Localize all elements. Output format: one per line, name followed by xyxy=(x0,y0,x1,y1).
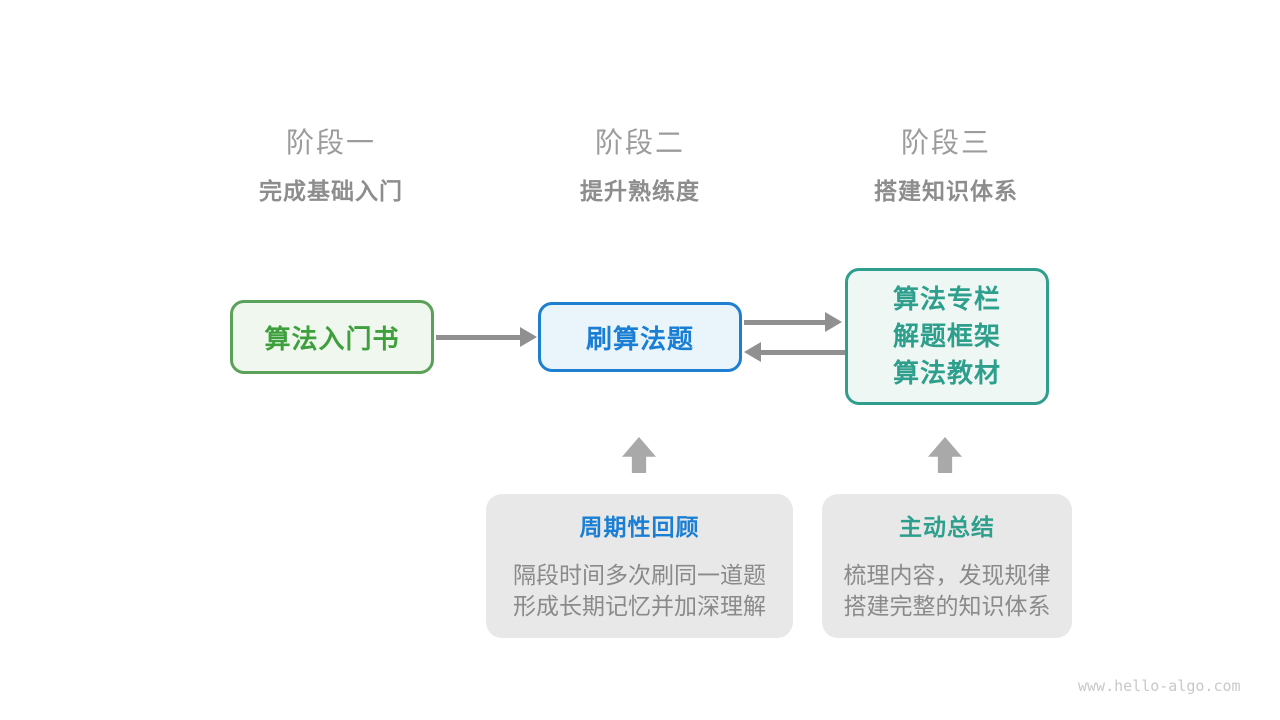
node-resources-line-2: 解题框架 xyxy=(892,321,1001,351)
up-arrow-review xyxy=(622,437,656,473)
note-summary-line-2: 搭建完整的知识体系 xyxy=(843,593,1051,619)
node-practice-label: 刷算法题 xyxy=(585,323,694,354)
watermark: www.hello-algo.com xyxy=(1078,677,1241,695)
stage-header-1: 阶段一 完成基础入门 xyxy=(181,128,481,204)
node-intro-book-label: 算法入门书 xyxy=(264,323,400,354)
note-card-review: 周期性回顾 隔段时间多次刷同一道题 形成长期记忆并加深理解 xyxy=(486,494,793,638)
note-summary-title: 主动总结 xyxy=(899,514,995,540)
node-resources-line-3: 算法教材 xyxy=(892,358,1001,388)
stage-1-subtitle: 完成基础入门 xyxy=(259,178,403,204)
node-practice: 刷算法题 xyxy=(538,302,742,372)
stage-2-subtitle: 提升熟练度 xyxy=(580,178,700,204)
arrow-stage2-to-stage3-line xyxy=(744,320,826,325)
note-summary-body: 梳理内容，发现规律 搭建完整的知识体系 xyxy=(822,560,1072,622)
stage-header-2: 阶段二 提升熟练度 xyxy=(490,128,790,204)
arrow-stage3-to-stage2-line xyxy=(759,350,845,355)
arrow-stage1-to-stage2-line xyxy=(436,335,522,340)
arrow-stage3-to-stage2-head xyxy=(744,342,761,362)
stage-3-subtitle: 搭建知识体系 xyxy=(874,178,1018,204)
note-summary-line-1: 梳理内容，发现规律 xyxy=(843,562,1051,588)
note-review-title: 周期性回顾 xyxy=(579,514,700,540)
stage-3-label: 阶段三 xyxy=(900,127,991,158)
node-resources-line-1: 算法专栏 xyxy=(892,284,1001,314)
stage-2-label: 阶段二 xyxy=(594,127,685,158)
node-intro-book: 算法入门书 xyxy=(230,300,434,374)
note-review-line-1: 隔段时间多次刷同一道题 xyxy=(513,562,766,588)
arrow-stage2-to-stage3-head xyxy=(825,312,842,332)
note-review-line-2: 形成长期记忆并加深理解 xyxy=(513,593,766,619)
note-card-summary: 主动总结 梳理内容，发现规律 搭建完整的知识体系 xyxy=(822,494,1072,638)
stage-header-3: 阶段三 搭建知识体系 xyxy=(796,128,1096,204)
up-arrow-summary xyxy=(928,437,962,473)
stage-1-label: 阶段一 xyxy=(285,127,376,158)
arrow-stage1-to-stage2-head xyxy=(520,327,537,347)
node-resources: 算法专栏 解题框架 算法教材 xyxy=(845,268,1049,405)
note-review-body: 隔段时间多次刷同一道题 形成长期记忆并加深理解 xyxy=(486,560,793,622)
